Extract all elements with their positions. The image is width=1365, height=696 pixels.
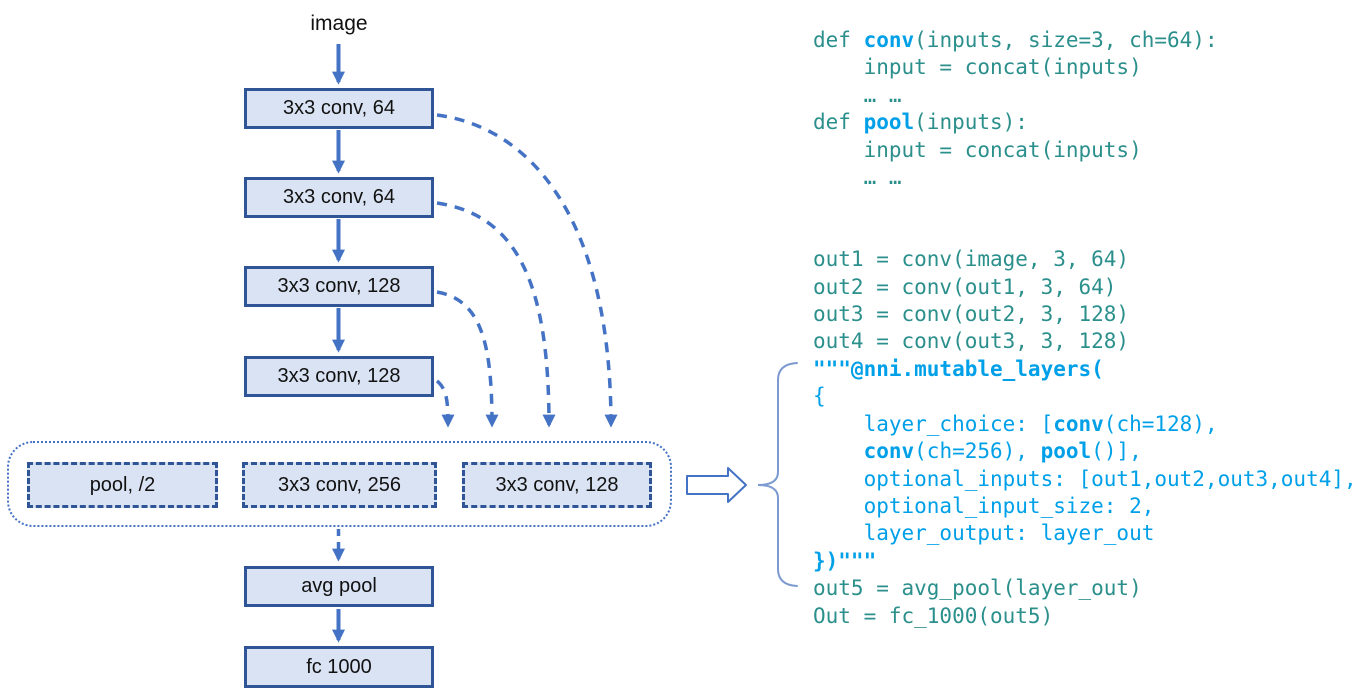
node-conv3: 3x3 conv, 128 bbox=[244, 266, 434, 307]
choice-node-conv256: 3x3 conv, 256 bbox=[242, 462, 437, 508]
code-line-6: … … bbox=[813, 165, 902, 190]
skip-curve-conv4 bbox=[435, 379, 455, 428]
code-line-21: out5 = avg_pool(layer_out) bbox=[813, 576, 1142, 601]
input-label: image bbox=[310, 12, 368, 35]
skip-curve-conv3 bbox=[436, 290, 499, 428]
code-brace-icon bbox=[757, 362, 798, 587]
code-line-9: out1 = conv(image, 3, 64) bbox=[813, 247, 1130, 272]
code-line-1: def conv(inputs, size=3, ch=64): bbox=[813, 28, 1218, 52]
code-line-14: { bbox=[813, 384, 826, 409]
code-line-22: Out = fc_1000(out5) bbox=[813, 603, 1054, 628]
code-line-2: input = concat(inputs) bbox=[813, 55, 1142, 80]
code-line-16: conv(ch=256), pool()], bbox=[863, 439, 1142, 464]
code-line-7 bbox=[813, 191, 1357, 218]
maps-to-arrow-icon bbox=[686, 467, 747, 503]
code-line-17: optional_inputs: [out1,out2,out3,out4], bbox=[813, 466, 1357, 491]
code-line-13: """@nni.mutable_layers( bbox=[813, 356, 1104, 381]
node-conv4: 3x3 conv, 128 bbox=[244, 356, 434, 397]
mutable-layer-container bbox=[7, 441, 672, 527]
node-conv1: 3x3 conv, 64 bbox=[244, 88, 434, 129]
node-conv2: 3x3 conv, 64 bbox=[244, 177, 434, 218]
node-fc1000: fc 1000 bbox=[244, 646, 434, 688]
code-line-20: })""" bbox=[813, 548, 877, 573]
code-line-5: input = concat(inputs) bbox=[813, 137, 1142, 162]
skip-curve-conv2 bbox=[436, 201, 556, 428]
code-line-10: out2 = conv(out1, 3, 64) bbox=[813, 274, 1117, 299]
code-line-15: layer_choice: [conv(ch=128), bbox=[813, 411, 1218, 436]
code-line-8 bbox=[813, 219, 1357, 246]
code-line-12: out4 = conv(out3, 3, 128) bbox=[813, 329, 1130, 354]
code-block: def conv(inputs, size=3, ch=64): input =… bbox=[813, 27, 1357, 630]
code-line-11: out3 = conv(out2, 3, 128) bbox=[813, 302, 1130, 327]
code-line-18: optional_input_size: 2, bbox=[813, 493, 1155, 518]
choice-node-conv128: 3x3 conv, 128 bbox=[462, 462, 652, 508]
code-line-3: … … bbox=[813, 82, 902, 107]
skip-curve-conv1 bbox=[436, 113, 618, 428]
node-avgpool: avg pool bbox=[244, 566, 434, 607]
code-line-19: layer_output: layer_out bbox=[813, 521, 1155, 546]
code-line-4: def pool(inputs): bbox=[813, 110, 1028, 135]
choice-node-pool: pool, /2 bbox=[27, 462, 218, 508]
